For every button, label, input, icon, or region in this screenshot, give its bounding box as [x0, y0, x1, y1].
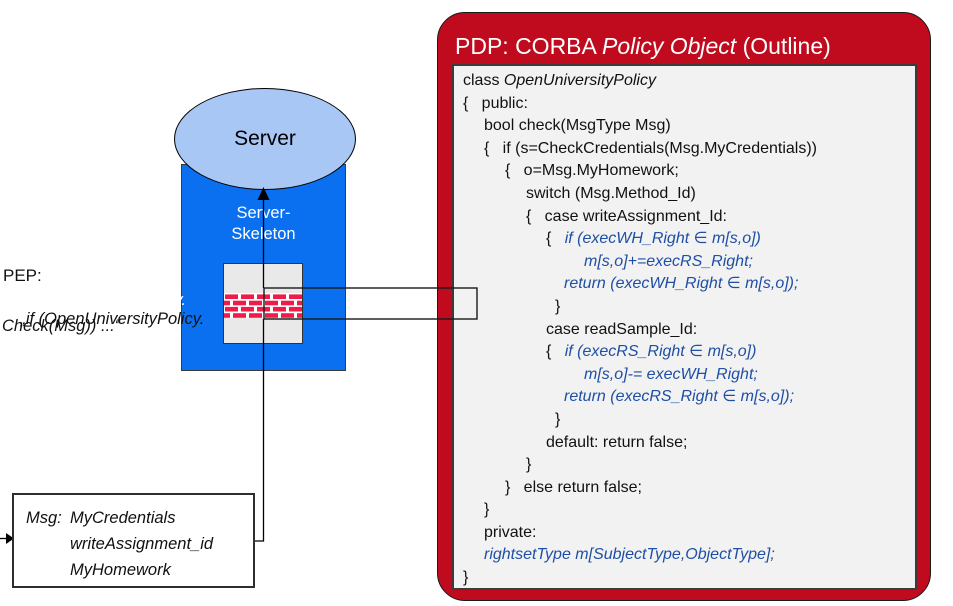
- code-line: { case writeAssignment_Id:: [463, 206, 915, 229]
- server-ellipse: Server: [174, 88, 356, 190]
- pdp-title-italic: Policy Object: [601, 33, 737, 59]
- code-segment: default: return false;: [546, 433, 688, 451]
- code-line: { if (execWH_Right ∈ m[s,o]): [463, 228, 915, 251]
- server-skeleton-label-line1: Server-: [236, 204, 291, 222]
- pdp-title-prefix: PDP: CORBA: [455, 33, 602, 59]
- msg-box: Msg: MyCredentials writeAssignment_id MyH…: [12, 493, 255, 588]
- pep-quote-line2: Check(Msg)) ...“: [2, 317, 121, 335]
- code-line: }: [463, 499, 915, 522]
- code-segment: { o=Msg.MyHomework;: [505, 162, 679, 180]
- code-line: { if (s=CheckCredentials(Msg.MyCredentia…: [463, 138, 915, 161]
- code-segment: {: [546, 343, 565, 361]
- pdp-title: PDP: CORBA Policy Object (Outline): [455, 33, 831, 60]
- code-segment: m[s,o]-= execWH_Right;: [584, 365, 758, 383]
- code-segment: case readSample_Id:: [546, 320, 698, 338]
- msg-row-writeassignment: writeAssignment_id: [70, 535, 214, 553]
- code-line: { if (execRS_Right ∈ m[s,o]): [463, 341, 915, 364]
- msg-row-credentials: Msg: MyCredentials: [26, 505, 253, 531]
- code-segment: m[s,o]+=execRS_Right;: [584, 252, 753, 270]
- code-segment: } else return false;: [505, 478, 642, 496]
- code-segment: switch (Msg.Method_Id): [526, 184, 696, 202]
- code-segment: {: [546, 230, 565, 248]
- server-skeleton-label: Server- Skeleton: [181, 203, 346, 245]
- server-skeleton-label-line2: Skeleton: [231, 225, 296, 243]
- code-segment: }: [484, 501, 490, 519]
- pep-label: PEP:: [3, 266, 42, 285]
- code-line: }: [463, 296, 915, 319]
- code-segment: return (execRS_Right ∈ m[s,o]);: [564, 388, 795, 406]
- code-segment: bool check(MsgType Msg): [484, 117, 671, 135]
- server-label: Server: [234, 127, 296, 150]
- msg-label: Msg:: [26, 509, 62, 527]
- policy-code-panel: class OpenUniversityPolicy{ public:bool …: [452, 64, 917, 590]
- code-line: return (execRS_Right ∈ m[s,o]);: [463, 386, 915, 409]
- code-line: private:: [463, 522, 915, 545]
- code-line: default: return false;: [463, 432, 915, 455]
- code-line: switch (Msg.Method_Id): [463, 183, 915, 206]
- code-segment: { public:: [463, 94, 528, 112]
- pdp-title-suffix: (Outline): [736, 33, 831, 59]
- code-line: bool check(MsgType Msg): [463, 115, 915, 138]
- policy-code: class OpenUniversityPolicy{ public:bool …: [463, 70, 915, 588]
- code-segment: return (execWH_Right ∈ m[s,o]);: [564, 275, 799, 293]
- code-line: case readSample_Id:: [463, 319, 915, 342]
- pep-quote-line1-white-over-blue: „if (OpenUniversityPolicy.: [2, 291, 186, 309]
- msg-row-myhomework: MyHomework: [70, 561, 171, 579]
- code-segment: if (execRS_Right ∈ m[s,o]): [564, 343, 757, 361]
- code-segment: private:: [484, 523, 537, 541]
- code-segment: }: [555, 410, 561, 428]
- pep-quote-line1: „if (OpenUniversityPolicy. „if (OpenUniv…: [2, 291, 204, 367]
- firewall-brick-pattern: [224, 293, 302, 318]
- code-line: m[s,o]+=execRS_Right;: [463, 251, 915, 274]
- code-segment: OpenUniversityPolicy: [503, 72, 656, 89]
- code-segment: }: [555, 297, 561, 315]
- code-line: { public:: [463, 93, 915, 116]
- code-segment: { case writeAssignment_Id:: [526, 207, 727, 225]
- code-segment: if (execWH_Right ∈ m[s,o]): [564, 230, 761, 248]
- code-line: }: [463, 409, 915, 432]
- msg-item-mycredentials: MyCredentials: [70, 509, 176, 527]
- code-line: } else return false;: [463, 477, 915, 500]
- code-segment: class: [463, 72, 504, 89]
- code-segment: rightsetType m[SubjectType,ObjectType];: [484, 546, 775, 564]
- code-segment: }: [463, 569, 469, 587]
- code-segment: { if (s=CheckCredentials(Msg.MyCredentia…: [484, 139, 817, 157]
- code-line: }: [463, 567, 915, 588]
- code-segment: }: [526, 456, 532, 474]
- code-line: }: [463, 454, 915, 477]
- code-line: { o=Msg.MyHomework;: [463, 160, 915, 183]
- code-line: m[s,o]-= execWH_Right;: [463, 364, 915, 387]
- code-line: rightsetType m[SubjectType,ObjectType];: [463, 544, 915, 567]
- code-line: return (execWH_Right ∈ m[s,o]);: [463, 273, 915, 296]
- pep-quote-line1-black: „if (OpenUniversityPolicy.: [20, 310, 205, 328]
- code-line: class OpenUniversityPolicy: [463, 70, 915, 93]
